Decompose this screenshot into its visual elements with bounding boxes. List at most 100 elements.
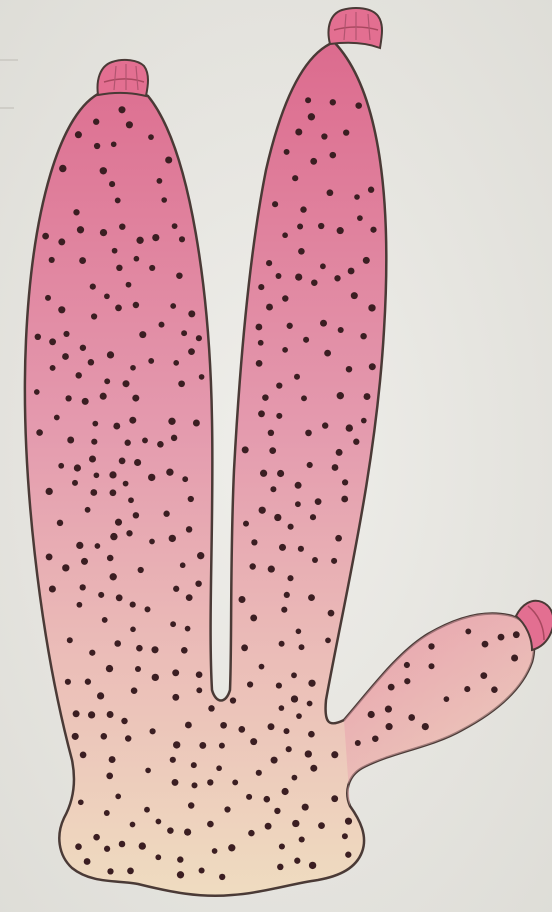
pore <box>139 331 146 338</box>
pore <box>91 313 97 319</box>
pore <box>310 158 317 165</box>
pore <box>106 665 113 672</box>
pore <box>294 858 300 864</box>
pore <box>92 421 98 427</box>
pore <box>161 197 167 203</box>
pore <box>157 441 164 448</box>
pore <box>79 257 86 264</box>
pore <box>80 752 87 759</box>
pore <box>288 524 294 530</box>
pore <box>188 310 195 317</box>
pore <box>310 514 316 520</box>
pore <box>337 392 344 399</box>
pore <box>351 292 358 299</box>
pore <box>72 480 78 486</box>
pore <box>107 555 114 562</box>
pore <box>188 348 195 355</box>
pore <box>191 782 197 788</box>
osculum-left <box>98 60 148 96</box>
pore <box>132 395 139 402</box>
pore <box>91 439 97 445</box>
pore <box>276 273 282 279</box>
pore <box>327 189 334 196</box>
pore <box>81 558 88 565</box>
pore <box>342 833 348 839</box>
pore <box>185 722 192 729</box>
pore <box>297 224 303 230</box>
pore <box>318 223 324 229</box>
pore <box>77 602 83 608</box>
pore <box>361 418 367 424</box>
pore <box>50 365 56 371</box>
pore <box>305 750 312 757</box>
pore <box>404 662 410 668</box>
pore <box>145 768 151 774</box>
pore <box>320 263 326 269</box>
pore <box>464 686 470 692</box>
pore <box>73 710 80 717</box>
pore <box>107 711 114 718</box>
pore <box>89 456 96 463</box>
pore <box>152 234 159 241</box>
pore <box>216 765 222 771</box>
pore <box>82 398 89 405</box>
pore <box>115 197 121 203</box>
pore <box>138 567 144 573</box>
pore <box>176 272 183 279</box>
pore <box>241 644 248 651</box>
pore <box>300 206 306 212</box>
pore <box>172 669 179 676</box>
pore <box>45 295 51 301</box>
pore <box>109 471 116 478</box>
pore <box>357 215 363 221</box>
pore <box>196 335 202 341</box>
pore <box>76 542 83 549</box>
pore <box>104 293 110 299</box>
pore <box>130 626 136 632</box>
pore <box>177 856 183 862</box>
pore <box>170 621 176 627</box>
pore <box>135 666 141 672</box>
pore <box>58 238 65 245</box>
pore <box>208 705 214 711</box>
pore <box>465 628 471 634</box>
pore <box>276 382 282 388</box>
pore <box>149 265 155 271</box>
pore <box>95 543 101 549</box>
pore <box>511 654 518 661</box>
pore <box>296 629 302 635</box>
pore <box>171 435 177 441</box>
pore <box>110 489 117 496</box>
pore <box>308 594 315 601</box>
pore <box>100 229 107 236</box>
pore <box>167 827 173 833</box>
pore <box>90 284 96 290</box>
pore <box>232 779 238 785</box>
pore <box>491 686 498 693</box>
pore <box>104 810 110 816</box>
pore <box>243 521 249 527</box>
pore <box>345 818 352 825</box>
pore <box>422 723 429 730</box>
pore <box>129 417 136 424</box>
pore <box>301 395 307 401</box>
pore <box>119 458 126 465</box>
pore <box>444 696 450 702</box>
pore <box>330 152 337 159</box>
pore <box>67 637 73 643</box>
pore <box>90 489 97 496</box>
pore <box>346 366 352 372</box>
pore <box>355 740 361 746</box>
pore <box>181 330 187 336</box>
pore <box>107 868 113 874</box>
pore <box>136 645 143 652</box>
pore <box>266 304 273 311</box>
pore <box>265 823 272 830</box>
pore <box>114 640 121 647</box>
pore <box>186 526 192 532</box>
pore <box>268 566 275 573</box>
pore <box>199 742 206 749</box>
pore <box>207 779 213 785</box>
pore <box>35 334 41 340</box>
pore <box>131 687 138 694</box>
